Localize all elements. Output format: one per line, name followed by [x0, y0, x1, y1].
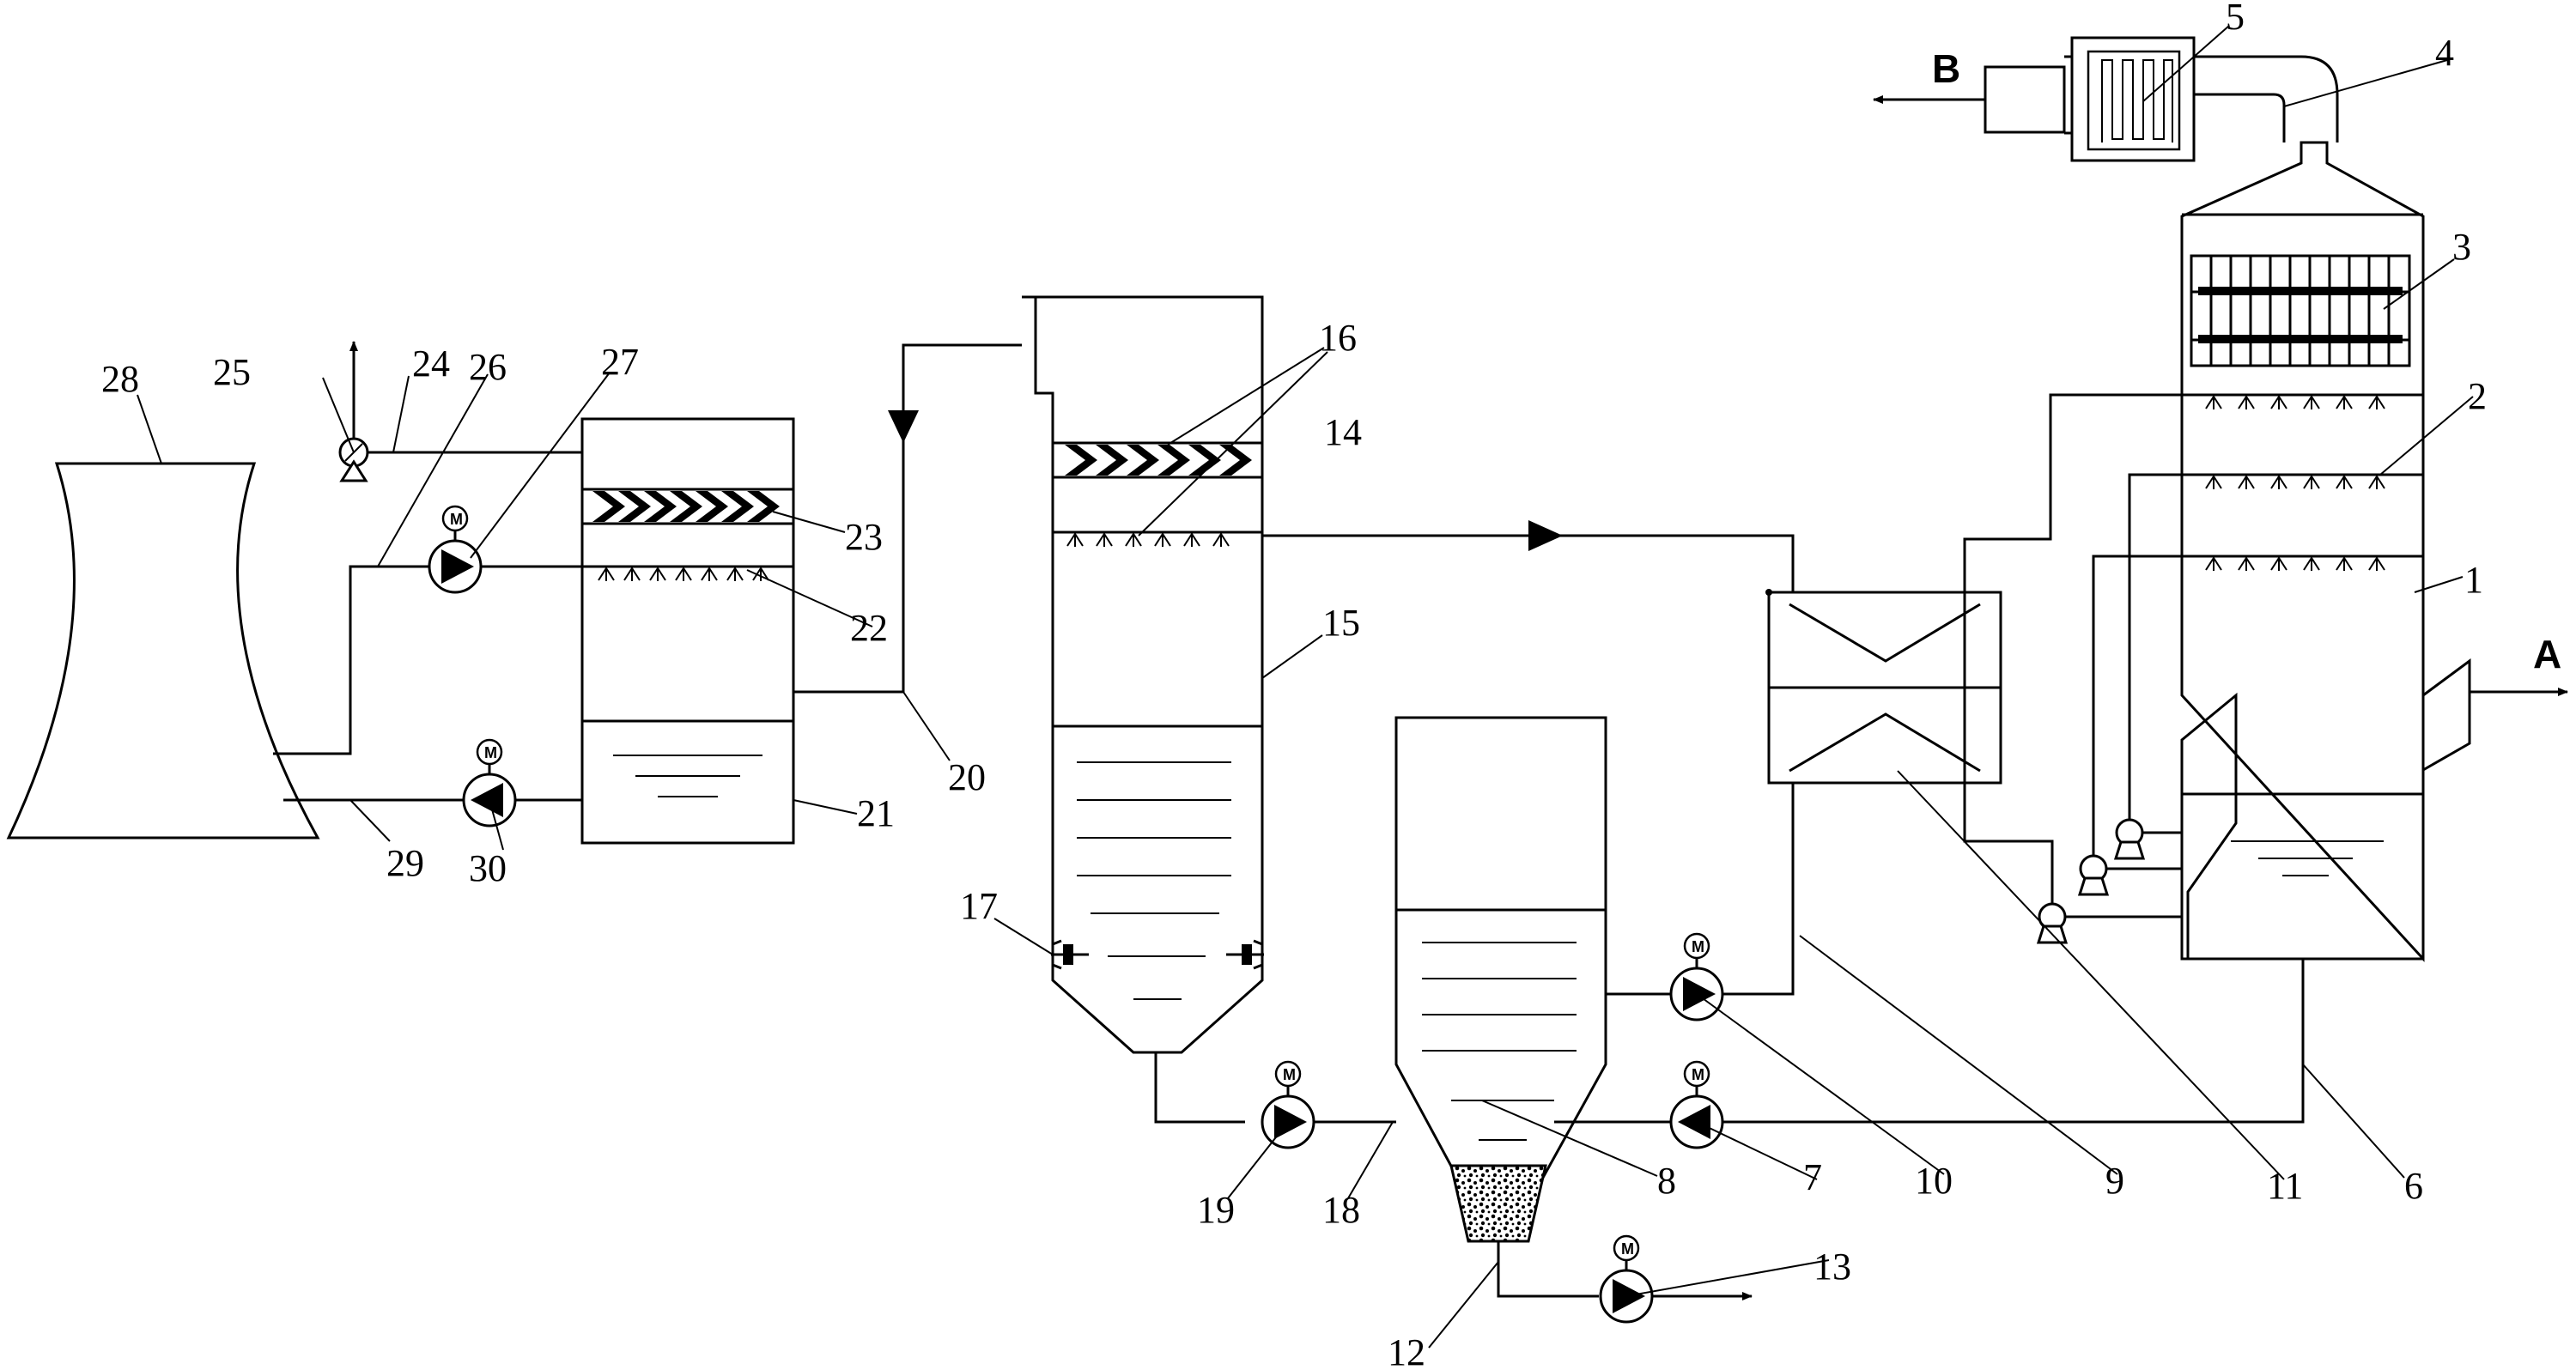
scrubber-tower — [1022, 295, 1264, 1124]
demister-icon — [1065, 445, 1252, 476]
label-6: 6 — [2404, 1165, 2423, 1207]
label-12: 12 — [1388, 1331, 1425, 1370]
svg-text:M: M — [1283, 1066, 1296, 1083]
agitator-icon — [1051, 939, 1264, 970]
label-29: 29 — [386, 842, 424, 884]
label-26: 26 — [469, 346, 507, 388]
label-8: 8 — [1657, 1160, 1676, 1202]
reference-labels: 1 2 3 4 5 6 7 8 9 10 11 12 13 14 15 16 1… — [101, 0, 2487, 1370]
label-30: 30 — [469, 847, 507, 889]
fan-icon — [338, 341, 582, 482]
inlet-label: A — [2533, 632, 2561, 676]
cooling-tower-icon — [6, 462, 320, 840]
label-27: 27 — [601, 341, 639, 383]
circulation-pumps — [1963, 393, 2182, 944]
svg-text:M: M — [484, 744, 497, 761]
heater-coil-icon — [2087, 50, 2181, 151]
gas-line — [793, 343, 1022, 694]
heat-exchanger-icon — [1767, 591, 2002, 785]
label-18: 18 — [1322, 1189, 1360, 1231]
spray-nozzle-icon — [1066, 533, 1230, 548]
label-15: 15 — [1322, 602, 1360, 644]
tower-return-line — [273, 565, 429, 755]
inlet-arrow-icon: A — [2470, 632, 2568, 696]
label-7: 7 — [1803, 1156, 1822, 1198]
absorber-tower — [2180, 141, 2471, 962]
label-13: 13 — [1814, 1246, 1851, 1288]
label-5: 5 — [2226, 0, 2245, 38]
label-14: 14 — [1324, 411, 1362, 453]
svg-text:M: M — [450, 511, 463, 528]
label-10: 10 — [1915, 1160, 1953, 1202]
drain-line — [1722, 959, 2305, 1124]
svg-text:M: M — [1692, 938, 1704, 955]
motor-icon: M M M M M M — [450, 511, 1704, 1258]
label-1: 1 — [2464, 559, 2483, 601]
hx-return-line — [1722, 783, 1795, 996]
label-21: 21 — [857, 792, 895, 834]
label-25: 25 — [213, 351, 251, 393]
label-23: 23 — [845, 516, 883, 558]
label-9: 9 — [2105, 1160, 2124, 1202]
label-2: 2 — [2468, 375, 2487, 417]
leader-lines — [137, 25, 2474, 1349]
settling-tank — [1394, 716, 1607, 1298]
svg-text:M: M — [1692, 1066, 1704, 1083]
label-4: 4 — [2435, 32, 2454, 74]
label-28: 28 — [101, 358, 139, 400]
label-24: 24 — [412, 342, 450, 385]
demister-icon — [2190, 254, 2411, 367]
outlet-arrow-icon: B — [1873, 46, 1985, 104]
label-20: 20 — [948, 756, 986, 798]
label-11: 11 — [2267, 1165, 2303, 1207]
washing-tower — [580, 417, 795, 845]
label-17: 17 — [960, 885, 998, 927]
label-19: 19 — [1197, 1189, 1235, 1231]
outlet-label: B — [1932, 46, 1960, 91]
recycle-line — [1262, 520, 1795, 596]
label-16: 16 — [1319, 317, 1357, 359]
label-3: 3 — [2452, 226, 2471, 268]
svg-text:M: M — [1621, 1240, 1634, 1258]
spray-nozzle-icon — [2205, 396, 2385, 572]
label-22: 22 — [850, 607, 888, 649]
